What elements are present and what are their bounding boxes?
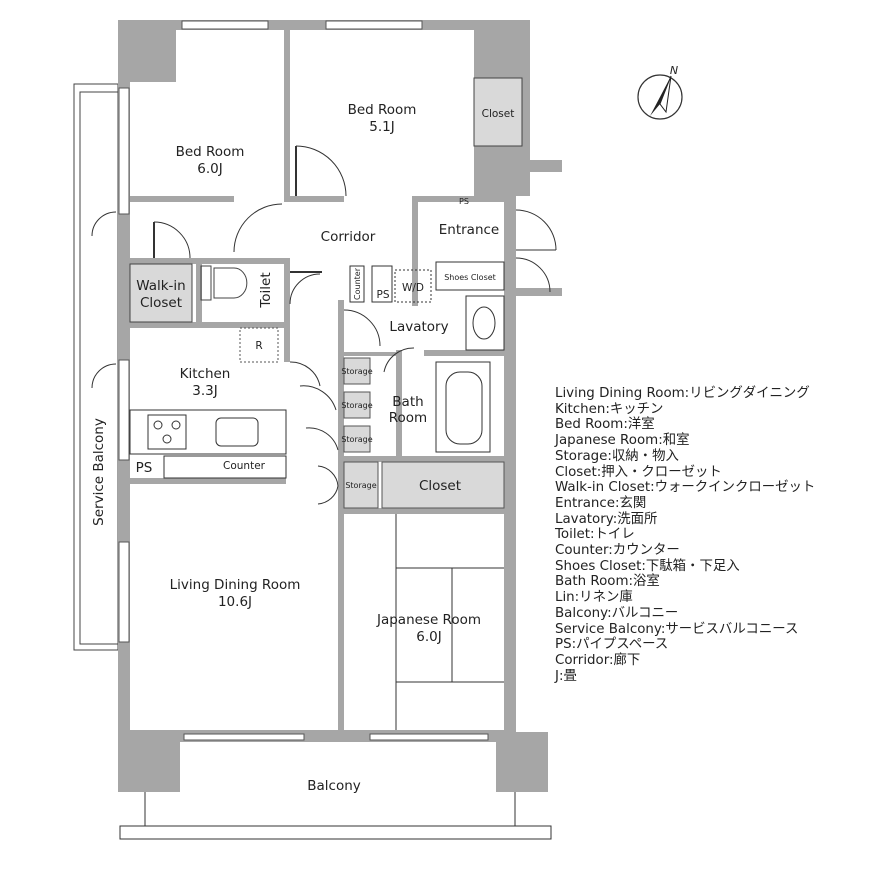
toilet-fixture: [200, 265, 248, 301]
legend-item: Service Balcony:サービスバルコニース: [555, 621, 799, 637]
vanity: [465, 295, 505, 351]
fridge-label: R: [255, 340, 262, 352]
legend-item: Counter:カウンター: [555, 543, 680, 559]
legend-item: Entrance:玄関: [555, 495, 647, 511]
closet-middle-label: Closet: [419, 478, 461, 494]
counter-kitchen-label: Counter: [223, 460, 266, 472]
balcony-label: Balcony: [307, 778, 361, 794]
service-balcony-label: Service Balcony: [91, 418, 107, 526]
corridor-label: Corridor: [321, 229, 376, 245]
exterior-walls: [118, 20, 562, 792]
legend-item: Closet:押入・クローゼット: [555, 464, 722, 480]
legend-item: Corridor:廊下: [555, 652, 641, 668]
legend-item: Bath Room:浴室: [555, 574, 660, 590]
door-swings: [91, 145, 557, 505]
bathtub: [435, 361, 491, 453]
balcony: [119, 790, 552, 840]
legend-item: PS:パイプスペース: [555, 637, 669, 653]
shoes-closet: [435, 261, 505, 291]
interior-walls: [130, 196, 508, 740]
storage-label-2: Storage: [341, 401, 372, 410]
legend-item: Toilet:トイレ: [555, 527, 635, 543]
legend-item: Walk-in Closet:ウォークインクローゼット: [555, 480, 816, 496]
legend-item: Living Dining Room:リビングダイニング: [555, 386, 810, 401]
legend: Living Dining Room:リビングダイニング Kitchen:キッチ…: [555, 386, 865, 684]
bed-room-1-size: 6.0J: [197, 161, 222, 177]
ps-small-label: PS: [377, 289, 390, 301]
legend-item: Shoes Closet:下駄箱・下足入: [555, 558, 740, 574]
storage-label-1: Storage: [341, 367, 372, 376]
service-balcony: [73, 83, 119, 651]
shoes-closet-label: Shoes Closet: [444, 273, 496, 282]
lavatory-label: Lavatory: [389, 319, 448, 335]
closet-top: [473, 77, 523, 147]
ps-top-label: PS: [459, 197, 469, 206]
counter-small-label: Counter: [353, 267, 362, 300]
bed-room-2-label: Bed Room: [348, 102, 417, 118]
legend-item: Lin:リネン庫: [555, 590, 633, 606]
compass-north-label: N: [670, 64, 678, 77]
japanese-room-size: 6.0J: [416, 629, 441, 645]
bath-room-label-1: Bath: [392, 394, 423, 410]
legend-item: Japanese Room:和室: [555, 433, 690, 449]
kitchen-size: 3.3J: [192, 383, 217, 399]
washer-dryer: [394, 269, 432, 303]
sink-icon: [472, 306, 496, 340]
storage-label-3: Storage: [341, 435, 372, 444]
storage-column: [343, 357, 379, 509]
compass-icon: [637, 74, 683, 120]
legend-item: Balcony:バルコニー: [555, 605, 679, 621]
wd-label: W/D: [402, 282, 424, 294]
kitchen-label: Kitchen: [180, 366, 231, 382]
bed-room-1-label: Bed Room: [176, 144, 245, 160]
bathtub-inner: [445, 371, 483, 445]
ps-kitchen-label: PS: [136, 460, 153, 476]
walk-in-closet-label-2: Closet: [140, 295, 182, 311]
ps-small: [371, 265, 393, 303]
legend-item: Storage:収納・物入: [555, 448, 679, 464]
counter-small: [349, 265, 365, 303]
windows: [118, 20, 489, 741]
toilet-label: Toilet: [258, 272, 274, 308]
walk-in-closet-label-1: Walk-in: [136, 278, 186, 294]
entrance-label: Entrance: [439, 222, 500, 238]
legend-item: Lavatory:洗面所: [555, 511, 658, 527]
bath-room-label-2: Room: [389, 410, 427, 426]
japanese-room-label: Japanese Room: [376, 612, 481, 628]
walk-in-closet: [129, 263, 193, 323]
kitchen-counter: [129, 409, 287, 479]
storage-label-4: Storage: [345, 481, 376, 490]
tatami-lines: [395, 514, 504, 730]
closet-top-label: Closet: [482, 108, 515, 120]
living-dining-label: Living Dining Room: [170, 577, 301, 593]
closet-middle: [381, 461, 505, 509]
legend-item: Bed Room:洋室: [555, 417, 655, 433]
stove-icon: [153, 420, 181, 444]
bed-room-2-size: 5.1J: [369, 119, 394, 135]
legend-item: Kitchen:キッチン: [555, 401, 664, 417]
legend-item: J:畳: [555, 668, 577, 684]
living-dining-size: 10.6J: [218, 594, 252, 610]
